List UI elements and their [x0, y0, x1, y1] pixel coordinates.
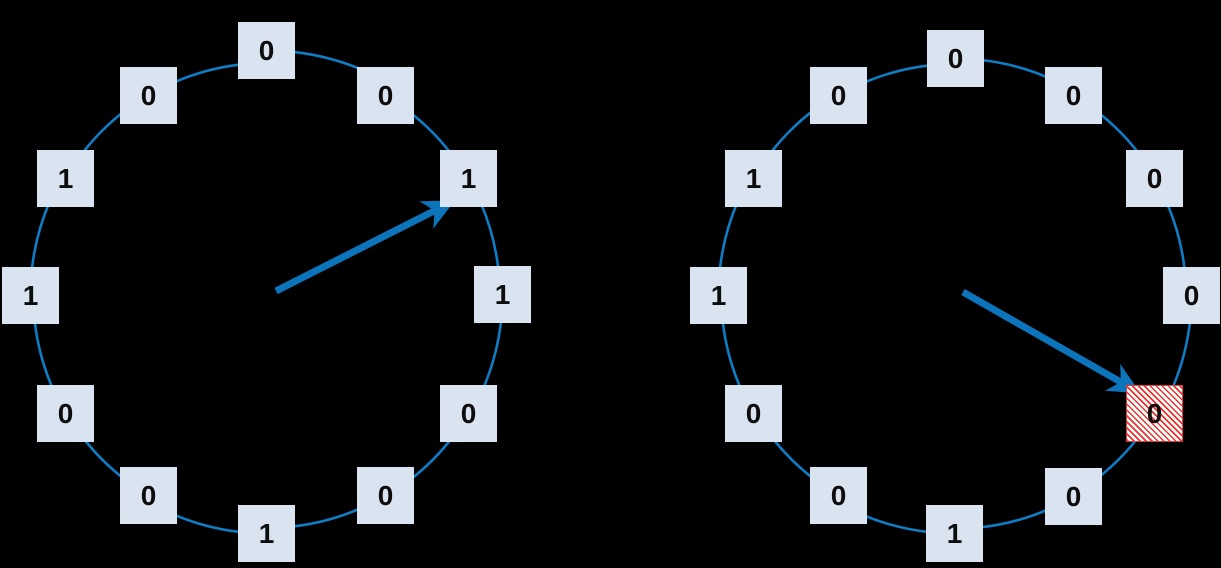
bit-cell[interactable]: 0 — [357, 67, 414, 124]
ring-edge — [169, 511, 240, 534]
bit-cell[interactable]: 1 — [474, 266, 531, 323]
bit-cell[interactable]: 1 — [440, 150, 497, 207]
ring-edge — [1169, 322, 1192, 393]
ring-edge — [481, 321, 503, 391]
pointer-arrow — [961, 288, 1141, 394]
ring-edge — [1094, 109, 1142, 157]
ring-edge — [33, 322, 55, 391]
bit-cell-highlighted[interactable]: 0 — [1126, 385, 1183, 442]
bit-cell[interactable]: 0 — [37, 385, 94, 442]
ring-edge — [1165, 201, 1186, 270]
ring-edge — [861, 64, 930, 85]
bit-cell[interactable]: 0 — [725, 385, 782, 442]
bit-cell[interactable]: 0 — [1126, 150, 1183, 207]
ring-edge — [479, 201, 500, 268]
ring-edge — [982, 58, 1053, 81]
bit-cell[interactable]: 1 — [238, 505, 295, 562]
ring-edge — [30, 200, 52, 269]
ring-arrows — [274, 200, 1141, 394]
bit-cell[interactable]: 0 — [238, 22, 295, 79]
ring-edge — [293, 506, 363, 528]
ring-edge — [171, 63, 241, 85]
ring-edge — [859, 512, 928, 534]
bit-cell[interactable]: 0 — [1163, 267, 1220, 324]
bit-cell[interactable]: 0 — [357, 467, 414, 524]
bit-cell[interactable]: 0 — [120, 467, 177, 524]
bit-cell[interactable]: 1 — [37, 150, 94, 207]
bit-cell[interactable]: 1 — [690, 267, 747, 324]
bit-cell[interactable]: 1 — [926, 505, 983, 562]
ring-arcs — [30, 50, 1192, 534]
ring-edge — [718, 200, 740, 269]
ring-edge — [981, 507, 1051, 529]
bit-cell[interactable]: 0 — [120, 67, 177, 124]
bit-cell[interactable]: 0 — [440, 385, 497, 442]
bit-cell[interactable]: 0 — [927, 30, 984, 87]
bit-cell[interactable]: 0 — [1045, 468, 1102, 525]
ring-edge — [721, 322, 743, 391]
bit-cell[interactable]: 1 — [725, 150, 782, 207]
pointer-arrow — [274, 200, 455, 295]
bit-cell[interactable]: 0 — [810, 67, 867, 124]
bit-cell[interactable]: 0 — [1045, 67, 1102, 124]
bit-cell[interactable]: 1 — [2, 267, 59, 324]
bit-cell[interactable]: 0 — [810, 467, 867, 524]
ring-edge — [407, 435, 455, 483]
